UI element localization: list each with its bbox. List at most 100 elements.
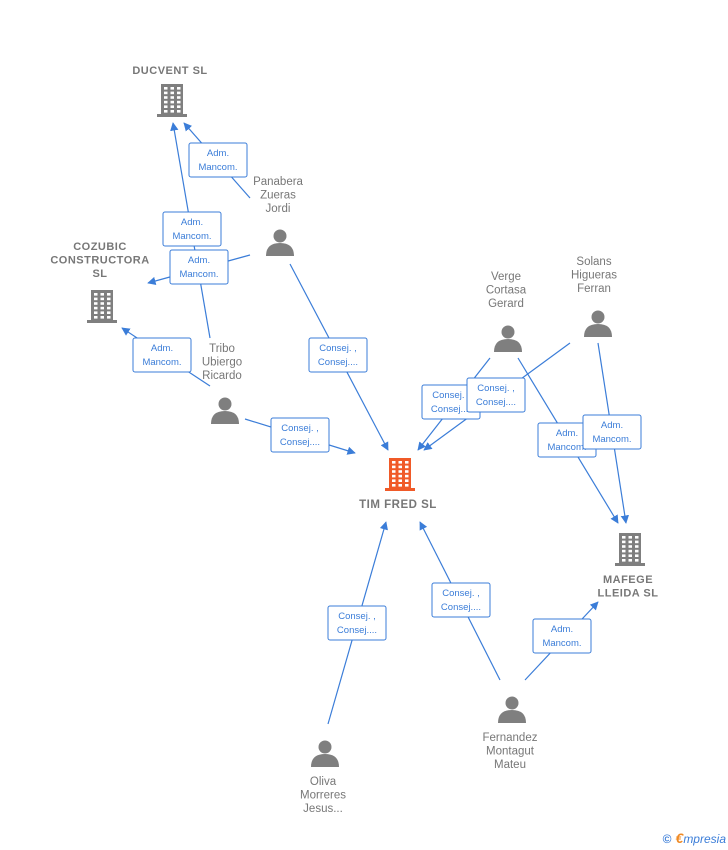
person-icon bbox=[311, 740, 339, 767]
edge-label-line: Mancom. bbox=[542, 638, 581, 649]
brand-e-logo: € bbox=[675, 830, 684, 846]
node-label-line: TIM FRED SL bbox=[359, 499, 437, 511]
edge-label-line: Adm. bbox=[151, 343, 173, 354]
edge-label-panabera-to-cozubic[interactable]: Adm. Mancom. bbox=[169, 249, 229, 285]
building-icon bbox=[615, 533, 645, 566]
node-label-line: Mateu bbox=[494, 759, 526, 771]
edge-label-line: Mancom. bbox=[592, 434, 631, 445]
edge-label-box bbox=[466, 377, 526, 413]
person-icon bbox=[584, 310, 612, 337]
edge-label-line: Consej.... bbox=[441, 602, 481, 613]
edge-label-box bbox=[308, 337, 368, 373]
node-label-line: SL bbox=[92, 268, 107, 280]
edge-label-line: Mancom. bbox=[179, 269, 218, 280]
person-icon bbox=[498, 696, 526, 723]
node-label-line: Higueras bbox=[571, 270, 617, 282]
edge-label-box bbox=[132, 337, 192, 373]
edge-label-tribo-to-timfred[interactable]: Consej. , Consej.... bbox=[270, 417, 330, 453]
edge-label-box bbox=[188, 142, 248, 178]
edge-label-line: Consej. , bbox=[338, 611, 376, 622]
person-icon bbox=[211, 397, 239, 424]
node-label-line: Solans bbox=[576, 256, 611, 268]
node-label-line: Oliva bbox=[310, 776, 337, 788]
building-icon bbox=[157, 84, 187, 117]
node-timfred[interactable]: TIM FRED SL bbox=[359, 458, 437, 511]
edge-label-tribo-to-cozubic[interactable]: Adm. Mancom. bbox=[132, 337, 192, 373]
node-label-line: Fernandez bbox=[483, 732, 538, 744]
edge-label-box bbox=[169, 249, 229, 285]
edge-label-line: Adm. bbox=[188, 255, 210, 266]
edge-label-line: Adm. bbox=[601, 420, 623, 431]
edge-label-line: Consej. , bbox=[432, 390, 470, 401]
node-label-line: Jordi bbox=[266, 203, 291, 215]
node-label-line: Morreres bbox=[300, 790, 346, 802]
edge-label-line: Consej.... bbox=[431, 404, 471, 415]
edge-label-fernandez-to-mafege[interactable]: Adm. Mancom. bbox=[532, 618, 592, 654]
edge-label-line: Consej. , bbox=[281, 423, 319, 434]
node-label-line: Panabera bbox=[253, 176, 303, 188]
node-label-line: MAFEGE bbox=[603, 574, 653, 586]
node-label-line: Ferran bbox=[577, 283, 611, 295]
edge-label-line: Consej. , bbox=[442, 588, 480, 599]
node-label-line: Verge bbox=[491, 271, 521, 283]
edge-label-oliva-to-timfred[interactable]: Consej. , Consej.... bbox=[327, 605, 387, 641]
node-ducvent[interactable]: DUCVENT SL bbox=[132, 65, 207, 117]
edge-label-line: Consej. , bbox=[477, 383, 515, 394]
edge-label-line: Mancom. bbox=[142, 357, 181, 368]
node-label-line: COZUBIC bbox=[73, 241, 127, 253]
node-label-line: Tribo bbox=[209, 343, 235, 355]
node-label-line: Montagut bbox=[486, 746, 535, 758]
edge-label-line: Mancom. bbox=[198, 162, 237, 173]
node-label-line: LLEIDA SL bbox=[598, 588, 659, 600]
edge-label-line: Consej.... bbox=[280, 437, 320, 448]
edge-label-line: Consej.... bbox=[318, 357, 358, 368]
node-label-line: Gerard bbox=[488, 298, 524, 310]
edge-label-box bbox=[270, 417, 330, 453]
node-label-line: Zueras bbox=[260, 190, 296, 202]
edge-label-line: Adm. bbox=[556, 428, 578, 439]
empresia-brand[interactable]: ©€mpresia bbox=[663, 830, 726, 846]
building-icon bbox=[385, 458, 415, 491]
node-label-line: Cortasa bbox=[486, 285, 527, 297]
node-oliva[interactable]: OlivaMorreresJesus... bbox=[300, 740, 346, 816]
node-label-line: Ubiergo bbox=[202, 357, 242, 369]
edge-label-line: Consej.... bbox=[476, 397, 516, 408]
node-label-line: Ricardo bbox=[202, 370, 242, 382]
brand-name: mpresia bbox=[683, 832, 726, 846]
node-label-line: DUCVENT SL bbox=[132, 65, 207, 77]
person-icon bbox=[266, 229, 294, 256]
copyright-symbol: © bbox=[662, 832, 672, 846]
edge-label-line: Consej. , bbox=[319, 343, 357, 354]
edge-label-verge-to-timfred[interactable]: Consej. , Consej.... bbox=[421, 384, 481, 420]
edge-label-line: Consej.... bbox=[337, 625, 377, 636]
edge-label-line: Adm. bbox=[551, 624, 573, 635]
node-mafege[interactable]: MAFEGE LLEIDA SL bbox=[598, 533, 659, 600]
edge-label-box bbox=[582, 414, 642, 450]
edge-label-fernandez-to-timfred[interactable]: Consej. , Consej.... bbox=[431, 582, 491, 618]
edge-label-line: Mancom. bbox=[547, 442, 586, 453]
edge-label-panabera-to-ducvent[interactable]: Adm. Mancom. bbox=[188, 142, 248, 178]
building-icon bbox=[87, 290, 117, 323]
edge-label-box bbox=[162, 211, 222, 247]
node-label-line: CONSTRUCTORA bbox=[50, 255, 149, 267]
edge-label-box bbox=[532, 618, 592, 654]
edge-label-line: Adm. bbox=[181, 217, 203, 228]
edge-label-solans-to-mafege[interactable]: Adm. Mancom. bbox=[582, 414, 642, 450]
edge-label-line: Adm. bbox=[207, 148, 229, 159]
edge-label-solans-to-timfred[interactable]: Consej. , Consej.... bbox=[466, 377, 526, 413]
edge-label-panabera-to-timfred[interactable]: Consej. , Consej.... bbox=[308, 337, 368, 373]
person-icon bbox=[494, 325, 522, 352]
edge-label-line: Mancom. bbox=[172, 231, 211, 242]
node-label-line: Jesus... bbox=[303, 803, 343, 815]
edge-label-box bbox=[431, 582, 491, 618]
edge-label-box bbox=[327, 605, 387, 641]
edge-label-tribo-to-ducvent[interactable]: Adm. Mancom. bbox=[162, 211, 222, 247]
